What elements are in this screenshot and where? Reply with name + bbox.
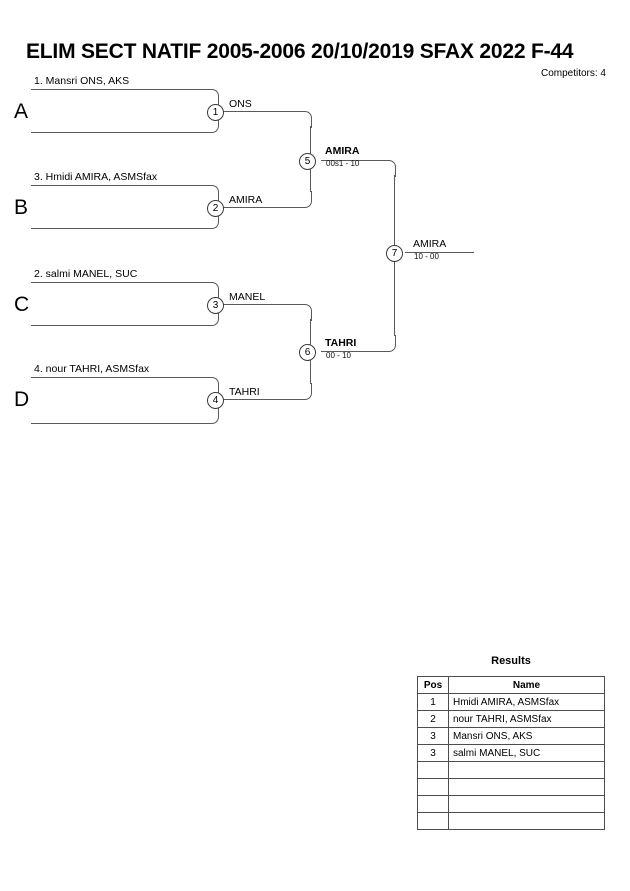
match-2-winner-elbow [303, 191, 312, 208]
result-name [448, 795, 605, 813]
group-d-bottom-line [31, 423, 211, 424]
result-name [448, 778, 605, 796]
competitors-count: Competitors: 4 [540, 68, 606, 79]
match-6-winner-elbow [387, 335, 396, 352]
result-name [448, 812, 605, 830]
match-6-score: 00 - 10 [326, 351, 351, 360]
group-c-top-line [31, 282, 211, 283]
match-5-winner-line [321, 160, 388, 161]
match-1-winner-name: ONS [229, 98, 252, 110]
result-name: Mansri ONS, AKS [448, 727, 605, 745]
results-col-pos: Pos [417, 676, 449, 694]
result-pos [417, 761, 449, 779]
match-node-7[interactable]: 7 [386, 245, 403, 262]
match-3-winner-elbow [303, 304, 312, 321]
match-4-winner-elbow [303, 383, 312, 400]
match-1-winner-line [222, 111, 304, 112]
match-4-winner-name: TAHRI [229, 386, 260, 398]
table-row [417, 761, 605, 779]
result-name: Hmidi AMIRA, ASMSfax [448, 693, 605, 711]
group-b-top-line [31, 185, 211, 186]
group-letter-a: A [14, 100, 29, 123]
table-row: 3 Mansri ONS, AKS [417, 727, 605, 745]
match-5-score: 00s1 - 10 [326, 159, 360, 168]
match-6-winner-name: TAHRI [325, 337, 357, 349]
group-letter-c: C [14, 293, 30, 316]
page-title: ELIM SECT NATIF 2005-2006 20/10/2019 SFA… [26, 40, 574, 63]
result-name: nour TAHRI, ASMSfax [448, 710, 605, 728]
match-6-winner-line [321, 351, 388, 352]
table-row: 2 nour TAHRI, ASMSfax [417, 710, 605, 728]
match-7-winner-name: AMIRA [413, 238, 447, 250]
group-c-bottom-elbow [210, 309, 219, 326]
group-a-bottom-line [31, 132, 211, 133]
match-2-winner-line [222, 207, 304, 208]
match-4-winner-line [222, 399, 304, 400]
match-node-1[interactable]: 1 [207, 104, 224, 121]
results-col-name: Name [448, 676, 605, 694]
match-5-winner-elbow [387, 160, 396, 177]
group-a-top-line [31, 89, 211, 90]
match-node-6[interactable]: 6 [299, 344, 316, 361]
group-a-top-elbow [210, 89, 219, 106]
results-title: Results [491, 655, 531, 667]
seed-label-c: 2. salmi MANEL, SUC [34, 268, 138, 280]
champion-line [405, 252, 474, 253]
match-node-2[interactable]: 2 [207, 200, 224, 217]
table-row: 1 Hmidi AMIRA, ASMSfax [417, 693, 605, 711]
match-node-4[interactable]: 4 [207, 392, 224, 409]
match-1-winner-elbow [303, 111, 312, 128]
group-letter-d: D [14, 388, 30, 411]
group-b-top-elbow [210, 185, 219, 202]
result-pos: 2 [417, 710, 449, 728]
seed-label-d: 4. nour TAHRI, ASMSfax [34, 363, 150, 375]
match-3-winner-name: MANEL [229, 291, 266, 303]
result-pos: 3 [417, 744, 449, 762]
group-a-bottom-elbow [210, 116, 219, 133]
group-d-top-elbow [210, 377, 219, 394]
group-letter-b: B [14, 196, 29, 219]
match-5-winner-name: AMIRA [325, 145, 360, 157]
table-row [417, 795, 605, 813]
result-pos [417, 778, 449, 796]
seed-label-b: 3. Hmidi AMIRA, ASMSfax [34, 171, 158, 183]
result-pos [417, 795, 449, 813]
group-c-bottom-line [31, 325, 211, 326]
match-node-3[interactable]: 3 [207, 297, 224, 314]
results-table: Pos Name 1 Hmidi AMIRA, ASMSfax 2 nour T… [417, 676, 605, 830]
result-name: salmi MANEL, SUC [448, 744, 605, 762]
results-header-row: Pos Name [417, 676, 605, 694]
group-b-bottom-line [31, 228, 211, 229]
result-name [448, 761, 605, 779]
match-2-winner-name: AMIRA [229, 194, 263, 206]
match-3-winner-line [222, 304, 304, 305]
group-d-bottom-elbow [210, 407, 219, 424]
table-row [417, 778, 605, 796]
group-b-bottom-elbow [210, 212, 219, 229]
table-row [417, 812, 605, 830]
group-c-top-elbow [210, 282, 219, 299]
result-pos: 3 [417, 727, 449, 745]
match-7-score: 10 - 00 [414, 252, 439, 261]
seed-label-a: 1. Mansri ONS, AKS [34, 75, 130, 87]
group-d-top-line [31, 377, 211, 378]
result-pos: 1 [417, 693, 449, 711]
match-node-5[interactable]: 5 [299, 153, 316, 170]
table-row: 3 salmi MANEL, SUC [417, 744, 605, 762]
result-pos [417, 812, 449, 830]
